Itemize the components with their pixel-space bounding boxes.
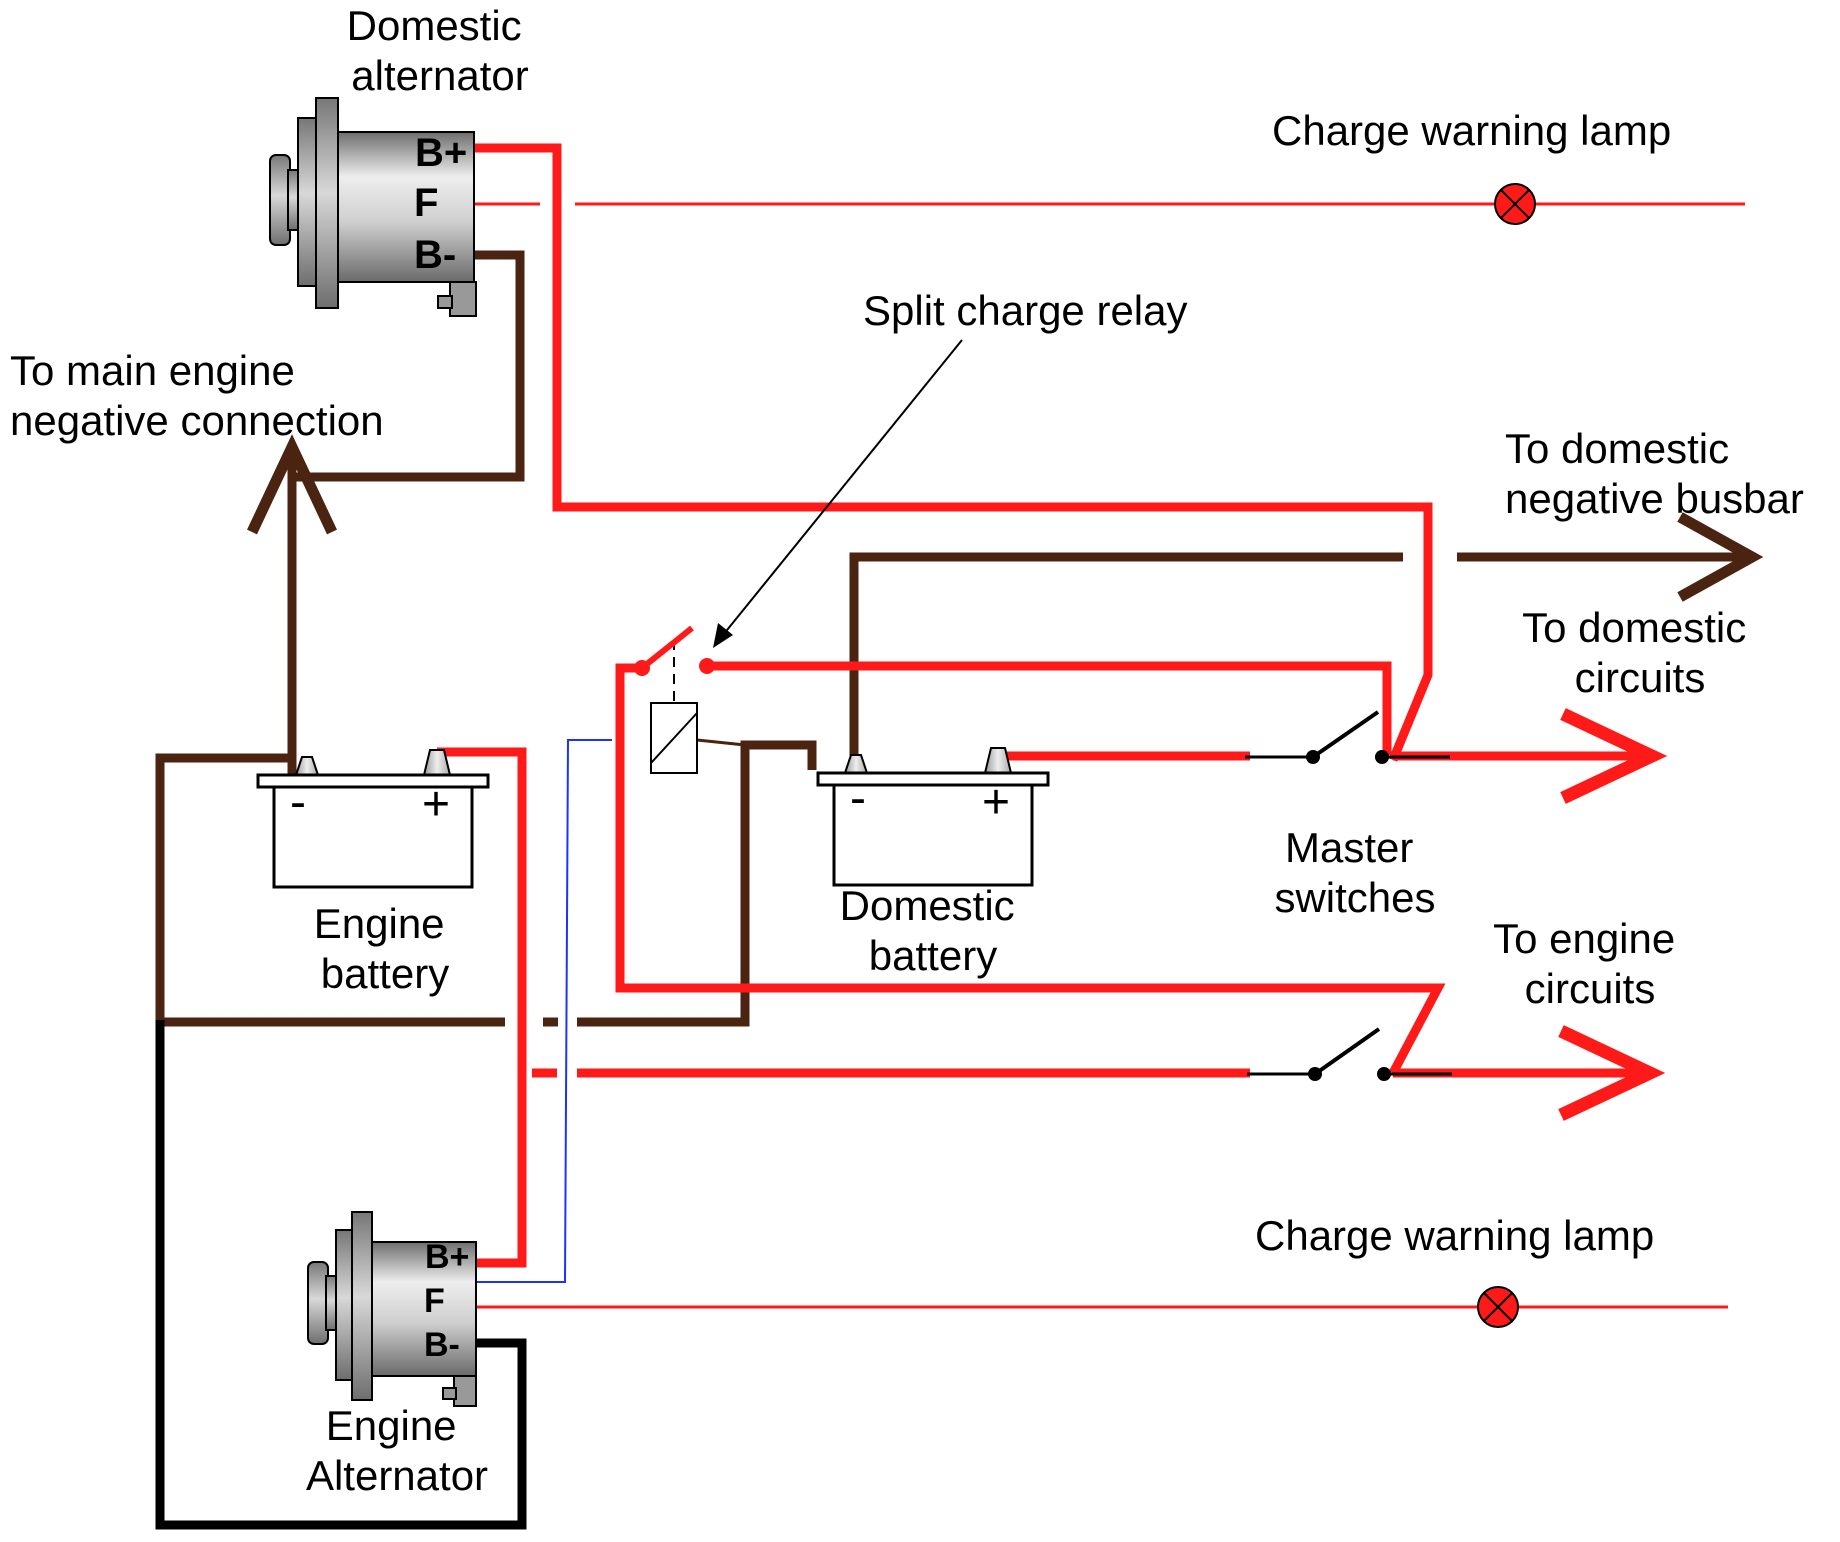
- relay-domestic-side-wire: [707, 661, 1392, 755]
- domestic-alternator-flange: [315, 97, 339, 309]
- domestic-alternator-positive-wire: [473, 143, 1433, 762]
- relay-contact-arm: [640, 625, 694, 671]
- domestic-battery-icon: - +: [816, 747, 1050, 887]
- engine-alternator-label: Engine Alternator: [306, 1402, 488, 1499]
- domestic-alternator-b-minus-terminal: B-: [414, 233, 456, 277]
- charge-warning-lamp-top-icon: [1494, 183, 1536, 225]
- domestic-alternator-front-plate: [297, 117, 317, 287]
- master-switch-engine-blade: [1313, 1027, 1381, 1076]
- split-charge-relay-pointer: [722, 339, 963, 636]
- domestic-alternator-mount-bolt: [437, 295, 453, 309]
- domestic-battery-label: Domestic battery: [840, 882, 1027, 979]
- engine-field-to-relay-wire: [473, 739, 612, 1283]
- domestic-battery-case: [832, 783, 1034, 887]
- domestic-alternator-body: [337, 131, 475, 283]
- arrow-to-engine-circuits: [1558, 1025, 1666, 1121]
- engine-battery-case: [272, 785, 474, 889]
- labels: Domestic alternator Charge warning lamp …: [10, 2, 1804, 1499]
- engine-alternator-front-plate: [335, 1229, 353, 1381]
- engine-alternator-b-minus-terminal: B-: [424, 1326, 460, 1364]
- domestic-alternator-label: Domestic alternator: [347, 2, 534, 99]
- to-main-engine-negative-label: To main engine negative connection: [10, 347, 384, 444]
- engine-alternator-b-plus-terminal: B+: [425, 1238, 469, 1276]
- arrow-to-domestic-circuits: [1560, 708, 1668, 804]
- master-switch-engine: [1247, 1027, 1452, 1081]
- domestic-battery-positive-sign: +: [982, 776, 1010, 829]
- master-switches-label: Master switches: [1274, 824, 1435, 921]
- engine-alternator-field-terminal: F: [424, 1282, 445, 1320]
- engine-alternator-ground-wire: [155, 1020, 527, 1530]
- arrow-up-to-main-engine-negative: [247, 434, 337, 535]
- relay-contact-left: [634, 660, 650, 676]
- engine-battery-negative-sign: -: [290, 776, 306, 829]
- engine-battery-negative-post: [294, 756, 320, 776]
- split-charge-relay: [634, 625, 715, 774]
- domestic-alternator-field-terminal: F: [414, 181, 438, 225]
- relay-engine-side-wire: [615, 663, 1446, 1076]
- engine-alternator-icon: B+ F B-: [307, 1211, 477, 1407]
- wiring: [155, 143, 1764, 1530]
- engine-battery-positive-sign: +: [422, 778, 450, 831]
- charge-warning-lamp-bottom-icon: [1477, 1286, 1519, 1328]
- domestic-alternator-b-plus-terminal: B+: [415, 131, 467, 175]
- engine-alternator-body: [371, 1241, 477, 1377]
- charge-warning-lamp-bottom-label: Charge warning lamp: [1255, 1212, 1654, 1259]
- domestic-battery-negative-sign: -: [850, 772, 866, 825]
- charge-warning-lamp-top-label: Charge warning lamp: [1272, 107, 1671, 154]
- domestic-alternator-icon: B+ F B-: [269, 97, 477, 317]
- domestic-negative-busbar-wire: [849, 552, 1403, 757]
- domestic-battery-negative-wire-lower: [577, 740, 817, 1027]
- split-charge-relay-pointer-head: [713, 623, 733, 648]
- relay-coil-negative-lead: [696, 738, 746, 747]
- master-switch-domestic: [1245, 710, 1450, 764]
- engine-battery-icon: - +: [256, 749, 490, 889]
- relay-coil-diagonal: [650, 712, 698, 764]
- master-switch-domestic-blade: [1311, 710, 1380, 759]
- engine-alternator-mount-bolt: [442, 1387, 457, 1400]
- to-engine-circuits-label: To engine circuits: [1493, 915, 1687, 1012]
- domestic-alternator-mount: [449, 281, 477, 317]
- relay-contact-right: [699, 658, 715, 674]
- to-domestic-circuits-label: To domestic circuits: [1522, 604, 1758, 701]
- engine-battery-label: Engine battery: [314, 900, 456, 997]
- domestic-alternator-negative-wire: [287, 250, 525, 482]
- arrow-to-domestic-negative-busbar: [1677, 512, 1764, 602]
- to-domestic-negative-busbar-label: To domestic negative busbar: [1505, 425, 1804, 522]
- split-charge-relay-label: Split charge relay: [863, 287, 1188, 334]
- engine-battery-positive-wire: [437, 747, 527, 1268]
- engine-alternator-flange: [351, 1211, 373, 1401]
- domestic-battery-negative-post: [843, 754, 869, 774]
